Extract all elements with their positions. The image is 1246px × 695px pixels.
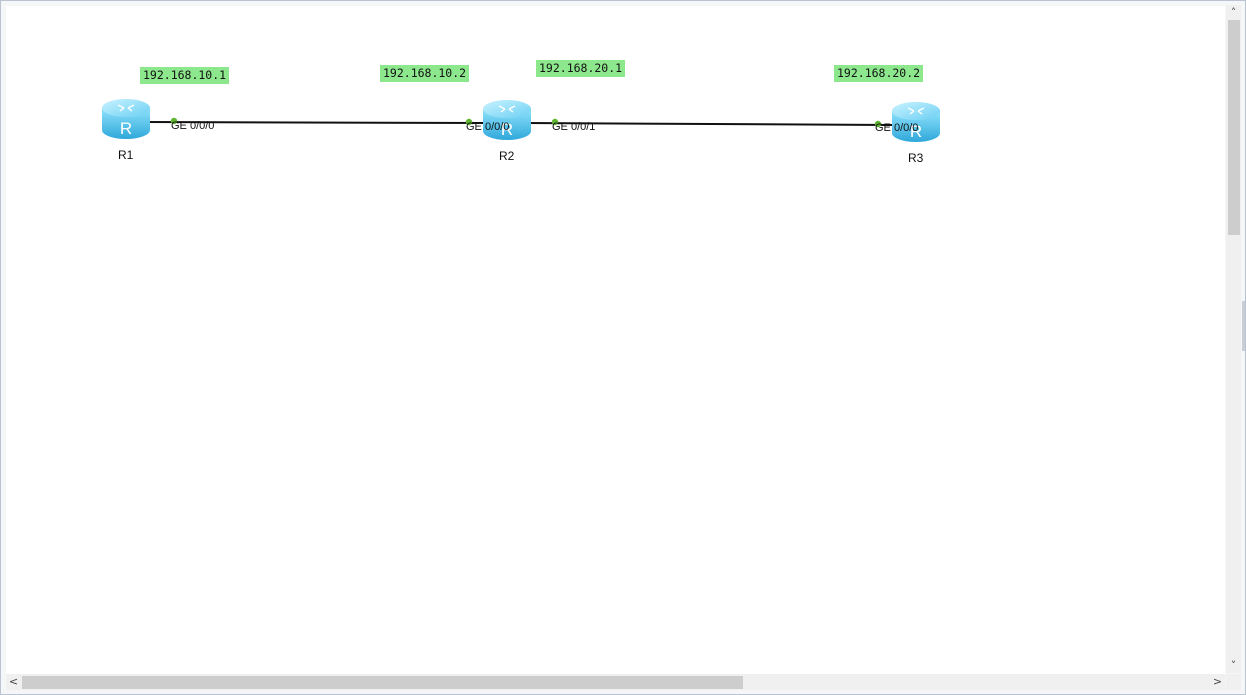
router-icon: R	[483, 100, 531, 140]
scroll-right-icon[interactable]: >	[1212, 675, 1223, 688]
scroll-up-icon[interactable]: ˄	[1230, 6, 1237, 19]
topology-canvas[interactable]: R R R R1 R2 R3 192.168.10.1	[6, 6, 1225, 674]
port-dot-r3-ge000[interactable]	[874, 120, 882, 128]
port-dot-r1-ge000[interactable]	[170, 117, 178, 125]
router-r3[interactable]: R	[890, 99, 942, 145]
ip-label-r2-ge001[interactable]: 192.168.20.1	[536, 60, 626, 77]
router-r1[interactable]: R	[100, 96, 152, 142]
vertical-scrollbar[interactable]: ˄ ˅	[1226, 5, 1241, 673]
link-r1-r2[interactable]	[145, 121, 487, 124]
router-glyph: R	[120, 119, 132, 138]
panel-splitter-handle[interactable]	[1242, 301, 1245, 351]
router-r2[interactable]: R	[481, 97, 533, 143]
port-label-r1-ge000[interactable]: GE 0/0/0	[171, 120, 215, 132]
router-icon: R	[892, 102, 940, 142]
horizontal-scroll-thumb[interactable]	[22, 676, 743, 689]
scroll-down-icon[interactable]: ˅	[1230, 659, 1237, 672]
port-label-r3-ge000[interactable]: GE 0/0/0	[875, 122, 919, 134]
router-glyph: R	[501, 120, 513, 139]
vertical-scroll-thumb[interactable]	[1228, 20, 1240, 235]
scroll-left-icon[interactable]: <	[8, 675, 19, 688]
port-dot-r2-ge000[interactable]	[465, 118, 473, 126]
port-label-r2-ge000[interactable]: GE 0/0/0	[466, 121, 510, 133]
ip-label-r3[interactable]: 192.168.20.2	[834, 65, 924, 82]
router-icon: R	[102, 99, 150, 139]
port-label-r2-ge001[interactable]: GE 0/0/1	[552, 121, 596, 133]
horizontal-scrollbar[interactable]: < >	[6, 674, 1225, 690]
scrollbar-corner	[1226, 674, 1241, 690]
router-name-r2[interactable]: R2	[499, 149, 515, 163]
topology-links	[145, 117, 894, 128]
ip-label-r2-ge000[interactable]: 192.168.10.2	[380, 65, 470, 82]
link-r2-r3[interactable]	[525, 122, 894, 126]
router-name-r3[interactable]: R3	[908, 151, 924, 165]
ip-label-r1[interactable]: 192.168.10.1	[140, 67, 230, 84]
port-dot-r2-ge001[interactable]	[551, 118, 559, 126]
router-glyph: R	[910, 122, 922, 141]
router-name-r1[interactable]: R1	[118, 148, 134, 162]
